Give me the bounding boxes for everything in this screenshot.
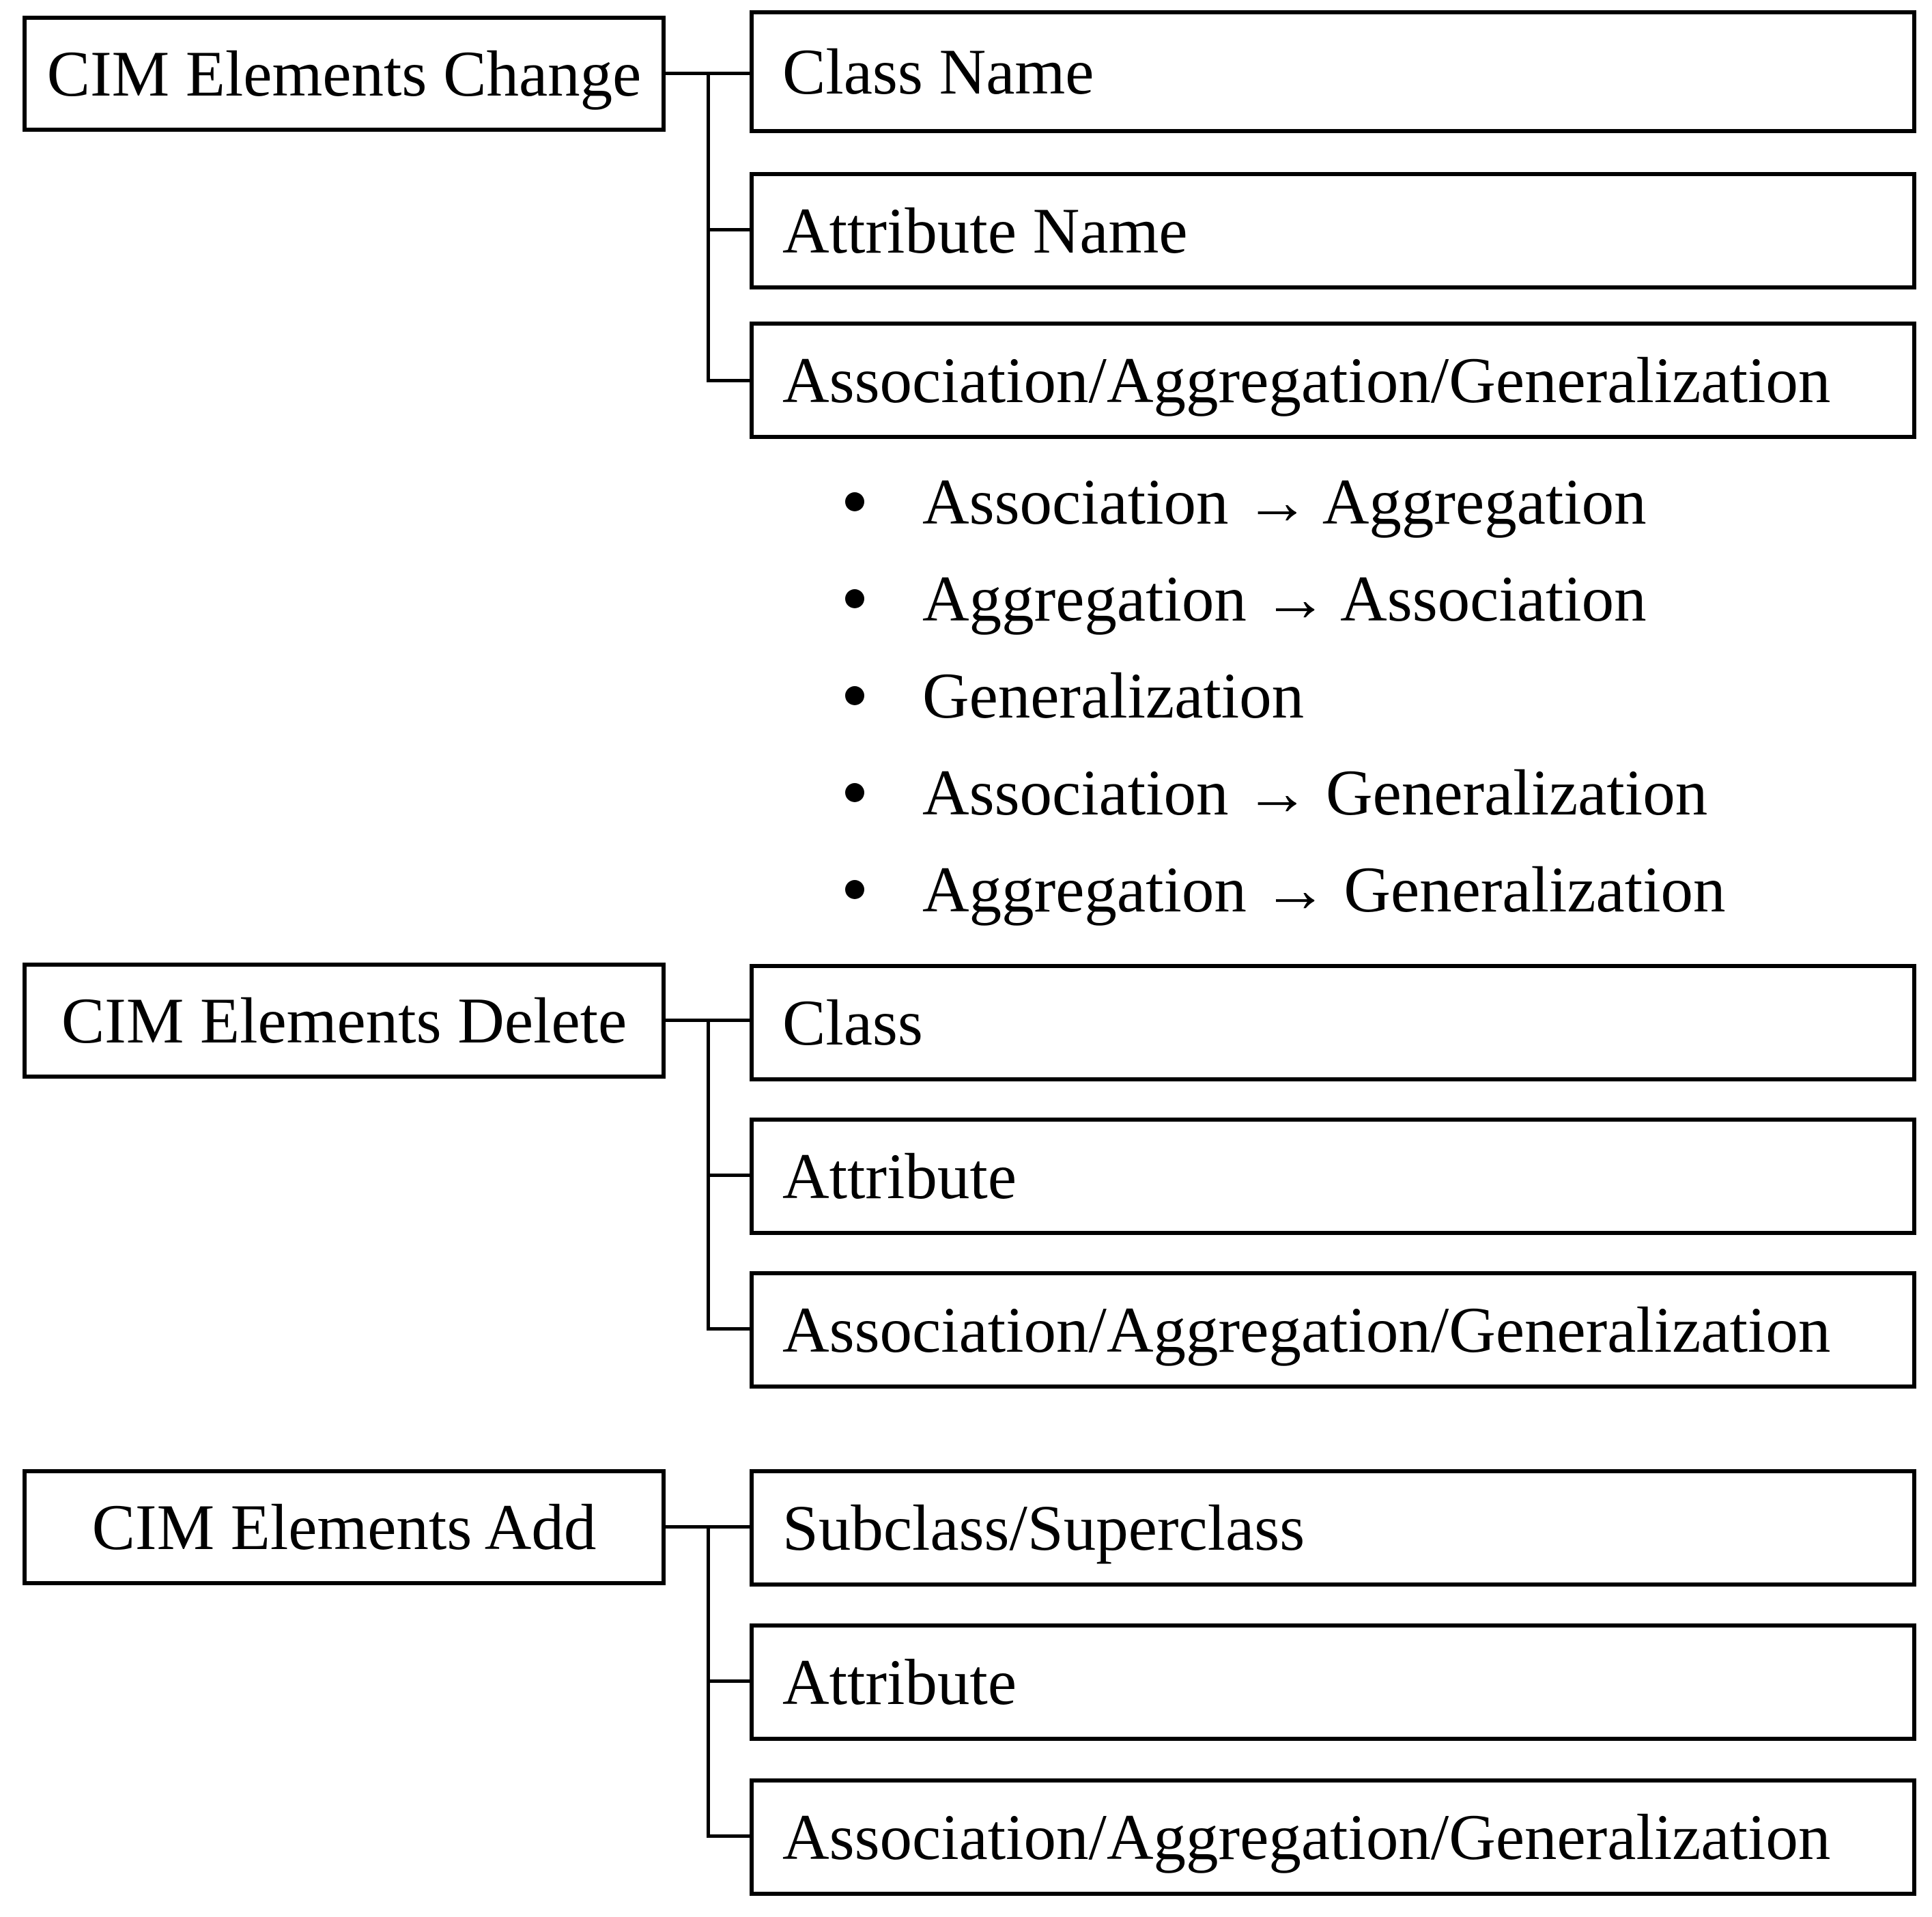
change-association-box: Association/Aggregation/Generalization [750, 322, 1916, 439]
bullet-icon [845, 686, 864, 705]
cim-elements-delete-box: CIM Elements Delete [23, 963, 666, 1079]
add-subclass-superclass-box: Subclass/Superclass [750, 1469, 1916, 1587]
add-subclass-superclass-label: Subclass/Superclass [782, 1491, 1305, 1564]
delete-class-label: Class [782, 986, 923, 1059]
bullet-icon [845, 880, 864, 899]
change-branch-attribute-line [707, 228, 750, 231]
delete-attribute-box: Attribute [750, 1118, 1916, 1235]
bullet-icon [845, 492, 864, 511]
add-branch-attribute-line [707, 1679, 750, 1683]
change-branch-association-line [707, 379, 750, 382]
change-bullet-label-4: Association → Generalization [922, 756, 1708, 829]
cim-elements-change-box: CIM Elements Change [23, 16, 666, 132]
change-bullet-label-5: Aggregation → Generalization [922, 853, 1726, 926]
cim-elements-change-label: CIM Elements Change [46, 37, 642, 110]
change-bullet-item-2: Aggregation → Association [845, 558, 1647, 640]
add-association-box: Association/Aggregation/Generalization [750, 1778, 1916, 1896]
change-bullet-label-2: Aggregation → Association [922, 562, 1647, 635]
bullet-icon [845, 589, 864, 608]
cim-elements-add-box: CIM Elements Add [23, 1469, 666, 1585]
change-bullet-item-5: Aggregation → Generalization [845, 849, 1726, 931]
change-trunk-line [707, 72, 710, 382]
change-class-name-box: Class Name [750, 10, 1916, 133]
change-attribute-name-label: Attribute Name [782, 194, 1188, 267]
change-bullet-label-1: Association → Aggregation [922, 465, 1647, 538]
add-association-label: Association/Aggregation/Generalization [782, 1800, 1831, 1873]
delete-branch-attribute-line [707, 1174, 750, 1177]
delete-association-label: Association/Aggregation/Generalization [782, 1293, 1831, 1366]
cim-elements-delete-label: CIM Elements Delete [61, 984, 627, 1057]
add-attribute-box: Attribute [750, 1623, 1916, 1741]
delete-association-box: Association/Aggregation/Generalization [750, 1271, 1916, 1389]
add-attribute-label: Attribute [782, 1645, 1017, 1718]
change-association-label: Association/Aggregation/Generalization [782, 343, 1831, 416]
change-bullet-item-1: Association → Aggregation [845, 461, 1647, 543]
bullet-icon [845, 783, 864, 802]
delete-branch-association-line [707, 1327, 750, 1331]
change-bullet-item-3: Generalization [845, 655, 1304, 737]
change-bullet-label-3: Generalization [922, 659, 1305, 732]
change-bullet-item-4: Association → Generalization [845, 752, 1707, 834]
add-branch-association-line [707, 1834, 750, 1838]
delete-class-box: Class [750, 964, 1916, 1081]
delete-attribute-label: Attribute [782, 1139, 1017, 1212]
change-attribute-name-box: Attribute Name [750, 172, 1916, 289]
change-class-name-label: Class Name [782, 35, 1094, 108]
cim-elements-add-label: CIM Elements Add [91, 1490, 597, 1563]
